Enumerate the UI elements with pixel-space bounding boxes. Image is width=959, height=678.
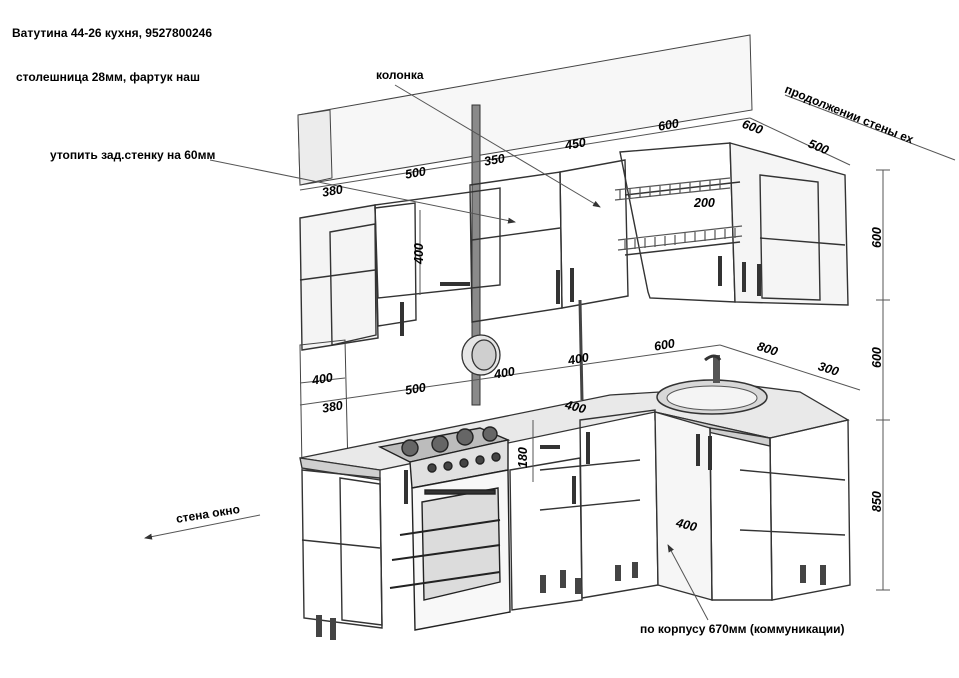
leader-lines xyxy=(144,84,709,621)
wall-recess-note: утопить зад.стенку на 60мм xyxy=(50,148,216,162)
communications-note: по корпусу 670мм (коммуникации) xyxy=(640,622,845,636)
dim-shelf-200: 200 xyxy=(694,196,715,210)
dim-height-apron-600: 600 xyxy=(870,347,884,368)
cabinet-legs xyxy=(316,562,826,640)
wall-continuation-line xyxy=(784,94,956,161)
dim-height-upper-600: 600 xyxy=(870,227,884,248)
dimension-lines xyxy=(299,117,890,591)
countertop-note: столешница 28мм, фартук наш xyxy=(16,70,200,84)
title-label: Ватутина 44-26 кухня, 9527800246 xyxy=(12,26,213,40)
dim-hood-180: 180 xyxy=(516,447,530,468)
pipe-ring xyxy=(461,334,501,376)
upper-handles xyxy=(400,256,761,336)
gas-column-pipe xyxy=(471,104,481,406)
kolonka-label: колонка xyxy=(376,68,424,82)
dish-rack xyxy=(614,177,743,251)
base-handles xyxy=(404,432,712,504)
upper-cabinets xyxy=(299,142,849,351)
dim-height-base-850: 850 xyxy=(870,491,884,512)
dim-upper-height-400: 400 xyxy=(412,243,426,264)
sink xyxy=(656,354,768,415)
gas-stove xyxy=(377,426,511,631)
soffit-box xyxy=(297,34,753,186)
